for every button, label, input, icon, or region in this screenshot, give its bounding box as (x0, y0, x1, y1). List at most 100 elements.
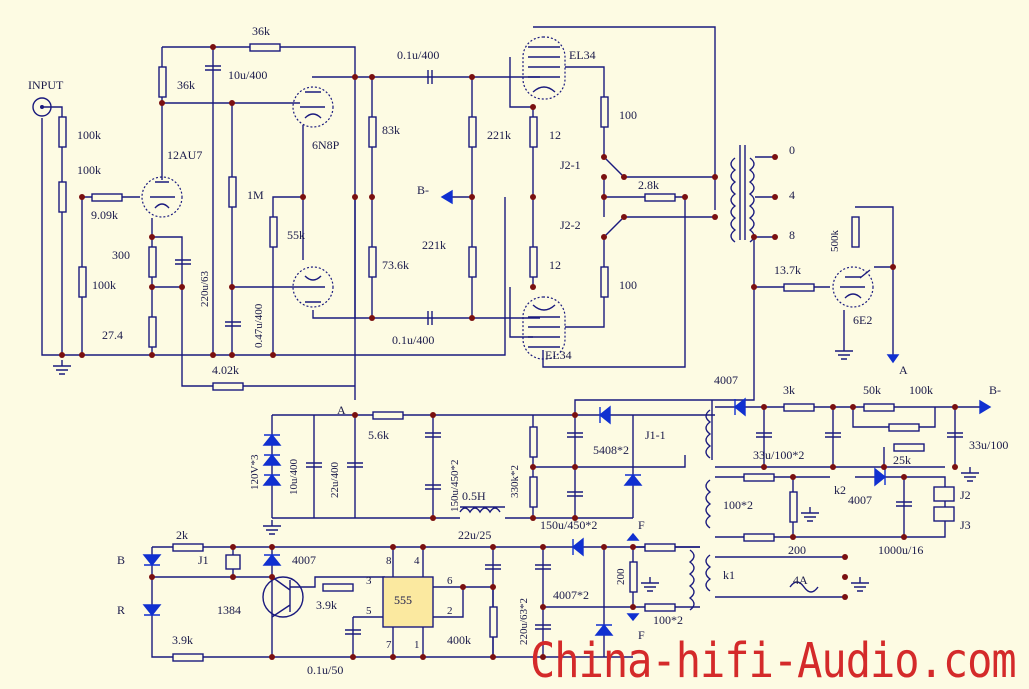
label-r-12-bottom: 12 (549, 258, 561, 272)
label-tap-0: 0 (789, 143, 795, 157)
capacitor-01u-400-top (427, 70, 433, 84)
label-k1: k1 (723, 568, 735, 582)
junction-dots (59, 44, 958, 660)
label-tap-4: 4 (789, 188, 795, 202)
resistor-13-7k (783, 283, 815, 292)
capacitor-33u-a (756, 432, 772, 438)
label-c-01u-50: 0.1u/50 (307, 663, 343, 677)
label-f-bottom: F (638, 628, 645, 642)
capacitor-22u-25 (485, 564, 501, 570)
label-tube-el34-top: EL34 (569, 48, 596, 62)
label-r-400k: 400k (447, 633, 471, 647)
b-minus-right-arrow-icon (979, 399, 992, 415)
label-r-100k-in: 100k (77, 128, 101, 142)
tube-12au7 (141, 176, 183, 218)
diodes (142, 397, 887, 636)
resistor-1m (228, 176, 237, 208)
diode-4007-flyback (262, 553, 282, 566)
label-led-b: B (117, 553, 125, 567)
label-pin-4: 4 (414, 555, 420, 567)
label-r-2-8k: 2.8k (638, 178, 659, 192)
label-c-33u-100-2: 33u/100*2 (753, 448, 804, 462)
resistor-100-2-d (644, 603, 676, 612)
resistor-3-9k-b (322, 583, 354, 592)
capacitor-150u-b (425, 484, 441, 490)
label-c-1000u-16: 1000u/16 (878, 543, 923, 557)
label-pin-5: 5 (366, 605, 372, 617)
label-pin-2: 2 (447, 605, 453, 617)
label-j2: J2 (960, 488, 971, 502)
label-r-12-top: 12 (549, 128, 561, 142)
resistor-100k-input (58, 116, 67, 148)
relay-coil-j2 (933, 486, 955, 502)
transformer (688, 145, 755, 611)
label-c-047u-400: 0.47u/400 (253, 303, 265, 348)
label-node-a-right: A (899, 363, 908, 377)
label-r-221k-top: 221k (487, 128, 511, 142)
tube-el34-bottom (522, 296, 566, 360)
label-r-221k-bottom: 221k (422, 238, 446, 252)
labels: INPUT 36k 10u/400 36k 100k 100k 12AU7 9.… (28, 24, 1008, 677)
label-c-220u-63: 220u/63 (199, 270, 211, 307)
label-r-500k: 500k (829, 230, 841, 253)
resistor-400k (489, 606, 498, 638)
label-j3: J3 (960, 518, 971, 532)
zener-2 (262, 453, 282, 466)
label-pot-200: 200 (615, 568, 627, 585)
resistor-4-02k (212, 382, 244, 391)
relay-coil-j1 (225, 554, 241, 570)
potentiometer-100k-bias (888, 423, 920, 432)
label-d-4007-top: 4007 (714, 373, 738, 387)
led-b (142, 554, 162, 567)
input-label: INPUT (28, 78, 64, 92)
label-j1-1: J1-1 (645, 428, 666, 442)
capacitor-33u-100 (947, 432, 963, 438)
resistor-330k-b (529, 476, 538, 508)
capacitor-220u-63-a (535, 564, 551, 570)
capacitor-10u-400-ps (306, 462, 322, 468)
label-pin-3: 3 (366, 575, 372, 587)
label-tube-6n8p: 6N8P (312, 138, 340, 152)
label-r-300: 300 (112, 248, 130, 262)
resistor-9-09k (91, 193, 123, 202)
label-pin-6: 6 (447, 575, 453, 587)
label-r-36k-top: 36k (252, 24, 270, 38)
diode-4007-2-a (571, 537, 584, 557)
resistor-27-4 (148, 316, 157, 348)
label-j1: J1 (198, 553, 209, 567)
label-led-r: R (117, 603, 125, 617)
resistor-330k-a (529, 426, 538, 458)
ic-555 (382, 576, 434, 628)
label-d-4007-b: 4007 (848, 493, 872, 507)
label-tube-el34-bottom: EL34 (545, 348, 572, 362)
tube-el34-top (522, 36, 566, 100)
capacitor-220u-63-b (535, 624, 551, 630)
label-tube-6e2: 6E2 (853, 313, 872, 327)
label-c-01u-400-top: 0.1u/400 (397, 48, 439, 62)
label-r-100k-grid: 100k (92, 278, 116, 292)
label-c-22u-25: 22u/25 (458, 528, 491, 542)
resistor-221k-top (468, 116, 477, 148)
label-r-5-6k: 5.6k (368, 428, 389, 442)
capacitor-22u-400 (347, 462, 363, 468)
label-c-01u-400-bottom: 0.1u/400 (392, 333, 434, 347)
tube-6n8p-top (292, 86, 334, 128)
label-pot-100k: 100k (77, 163, 101, 177)
resistor-100-bottom (600, 266, 609, 298)
f-bottom-arrow-icon (626, 613, 640, 622)
resistor-36k-top (249, 43, 281, 52)
potentiometer-100k (58, 181, 67, 213)
label-pin-7: 7 (386, 639, 392, 651)
label-fuse-4a: 4A (793, 573, 808, 587)
fuse-4a-icon (789, 581, 819, 593)
resistor-300 (148, 246, 157, 278)
diode-4007-relay (874, 467, 887, 487)
diode-4007-2-b (594, 623, 614, 636)
label-j2-1: J2-1 (560, 158, 581, 172)
potentiometer-200 (629, 561, 638, 593)
resistor-5-6k (372, 411, 404, 420)
label-r-100k-b: 100k (909, 383, 933, 397)
node-a-arrow-icon (886, 354, 900, 364)
label-r-100-2: 100*2 (723, 498, 753, 512)
label-c-10u-400-ps: 10u/400 (288, 458, 300, 495)
